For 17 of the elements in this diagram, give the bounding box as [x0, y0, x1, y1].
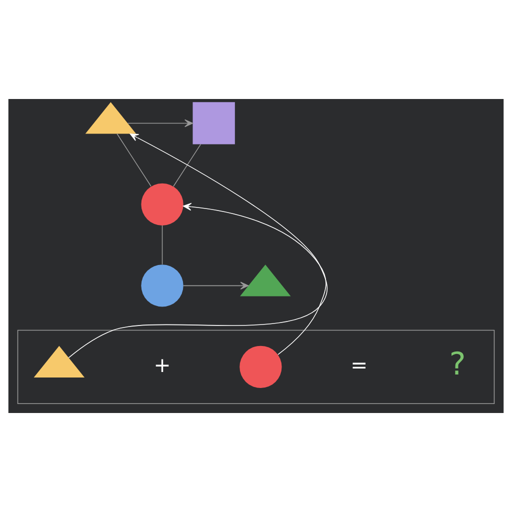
label: = [350, 352, 368, 377]
node-circle [141, 183, 184, 226]
connector [162, 225, 163, 265]
node-triangle [85, 102, 136, 134]
node-box [192, 102, 235, 144]
node-circle [240, 346, 282, 388]
arrow [183, 282, 249, 290]
label: ? [449, 346, 466, 383]
arrow [182, 202, 326, 355]
connector [116, 133, 152, 187]
cluster [17, 330, 495, 404]
node-triangle [34, 346, 85, 378]
label: + [154, 352, 171, 377]
arrow [127, 119, 194, 128]
connector [173, 144, 202, 187]
node-circle [141, 264, 184, 307]
arrow [68, 134, 328, 358]
